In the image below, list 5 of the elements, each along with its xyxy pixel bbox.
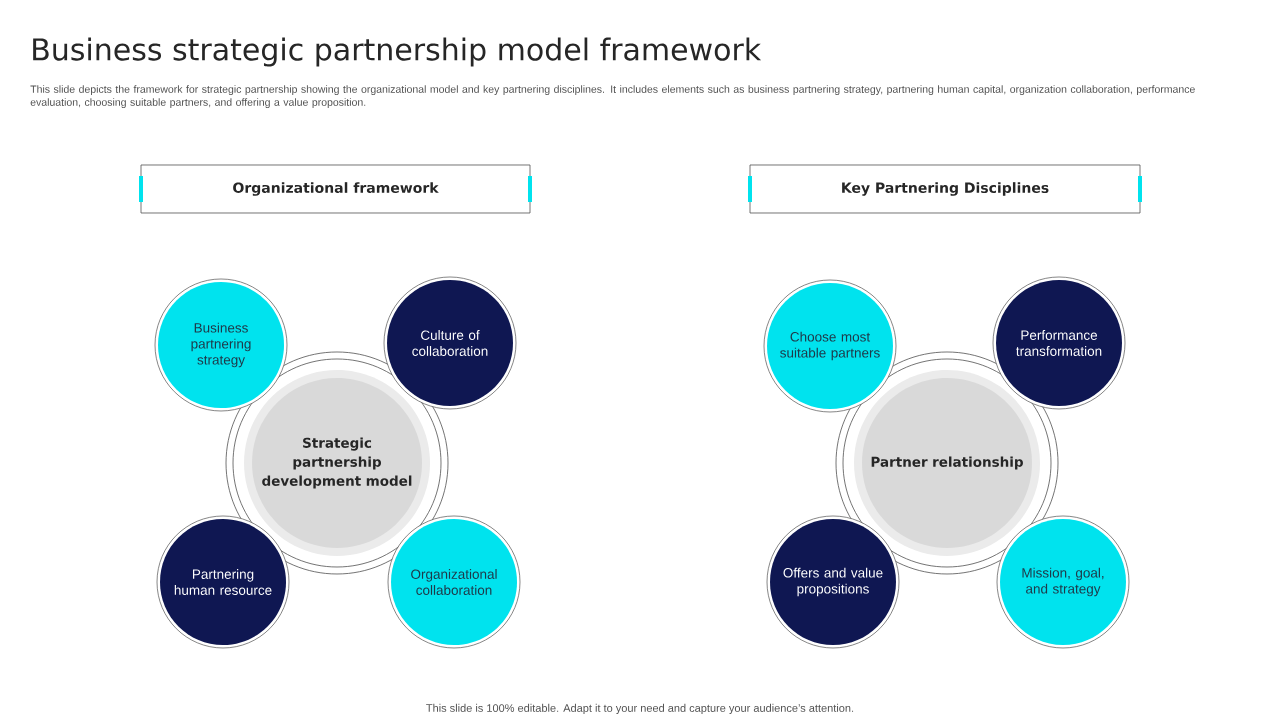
header-box: Organizational framework xyxy=(139,164,532,214)
description: This slide depicts the framework for strategic partnership showing the organizational model and key partnering disciplines. It includes elements such as business partnering strategy, partnering human capital, organization collaboration, performance evaluation, choosing suitable partners, and offering a value proposition. xyxy=(30,85,1195,108)
footer-note: This slide is 100% editable. Adapt it to your need and capture your audience’s attention. xyxy=(426,703,854,715)
title: Business strategic partnership model framework xyxy=(33,37,762,67)
header-box: Key Partnering Disciplines xyxy=(748,164,1142,214)
